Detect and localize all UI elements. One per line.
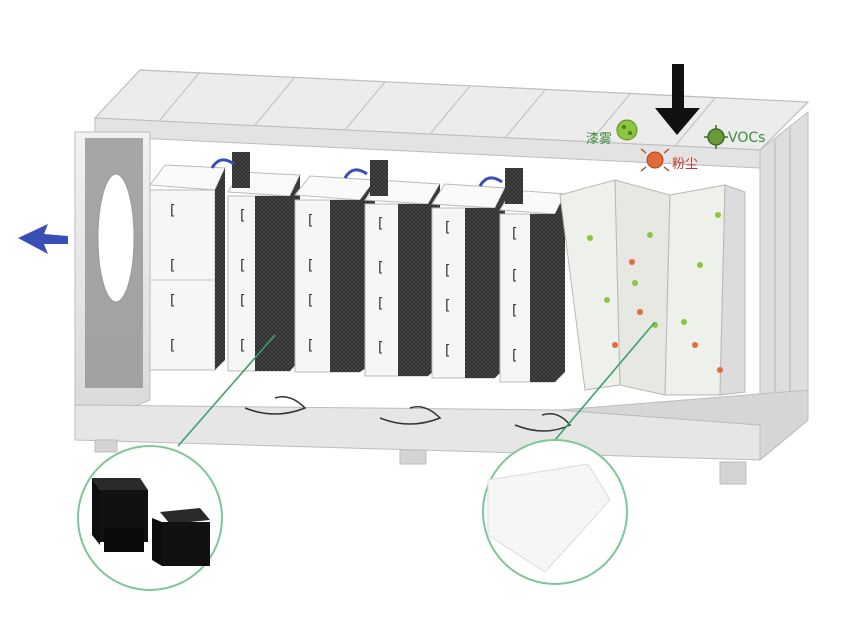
vocs-label: VOCs [728, 130, 765, 146]
dust-label: 粉尘 [672, 157, 698, 172]
outlet-opening [98, 174, 134, 302]
svg-text:[: [ [308, 338, 313, 354]
carbon-module-4: [ [ [ [ [365, 180, 440, 376]
outflow-arrow-icon [18, 224, 68, 254]
svg-text:[: [ [378, 340, 383, 356]
paint-mist-label: 漆雾 [586, 131, 612, 147]
svg-text:[: [ [240, 338, 245, 354]
svg-text:[: [ [170, 338, 175, 354]
activated-carbon-callout [78, 446, 222, 590]
svg-text:[: [ [170, 258, 175, 274]
svg-text:[: [ [308, 258, 313, 274]
svg-text:[: [ [170, 203, 175, 219]
svg-text:[: [ [308, 293, 313, 309]
svg-text:[: [ [512, 303, 517, 319]
svg-text:[: [ [512, 268, 517, 284]
carbon-module-2: [ [ [ [ [228, 172, 300, 371]
svg-text:[: [ [240, 208, 245, 224]
svg-text:[: [ [512, 226, 517, 242]
carbon-module-1: [ [ [ [ [150, 165, 225, 370]
svg-text:[: [ [445, 263, 450, 279]
svg-text:[: [ [445, 220, 450, 236]
carbon-module-3: [ [ [ [ [295, 176, 375, 372]
svg-text:[: [ [378, 260, 383, 276]
svg-text:[: [ [378, 216, 383, 232]
filter-felt-callout [483, 440, 627, 584]
svg-text:[: [ [512, 348, 517, 364]
dry-filter-section [560, 180, 745, 395]
svg-text:[: [ [240, 258, 245, 274]
svg-text:[: [ [308, 213, 313, 229]
svg-text:[: [ [240, 293, 245, 309]
svg-text:[: [ [170, 293, 175, 309]
carbon-module-6: [ [ [ [ [500, 190, 565, 382]
svg-text:[: [ [445, 298, 450, 314]
svg-text:[: [ [445, 343, 450, 359]
svg-text:[: [ [378, 296, 383, 312]
green-particle-icon [617, 120, 637, 140]
carbon-module-5: [ [ [ [ [432, 184, 505, 378]
